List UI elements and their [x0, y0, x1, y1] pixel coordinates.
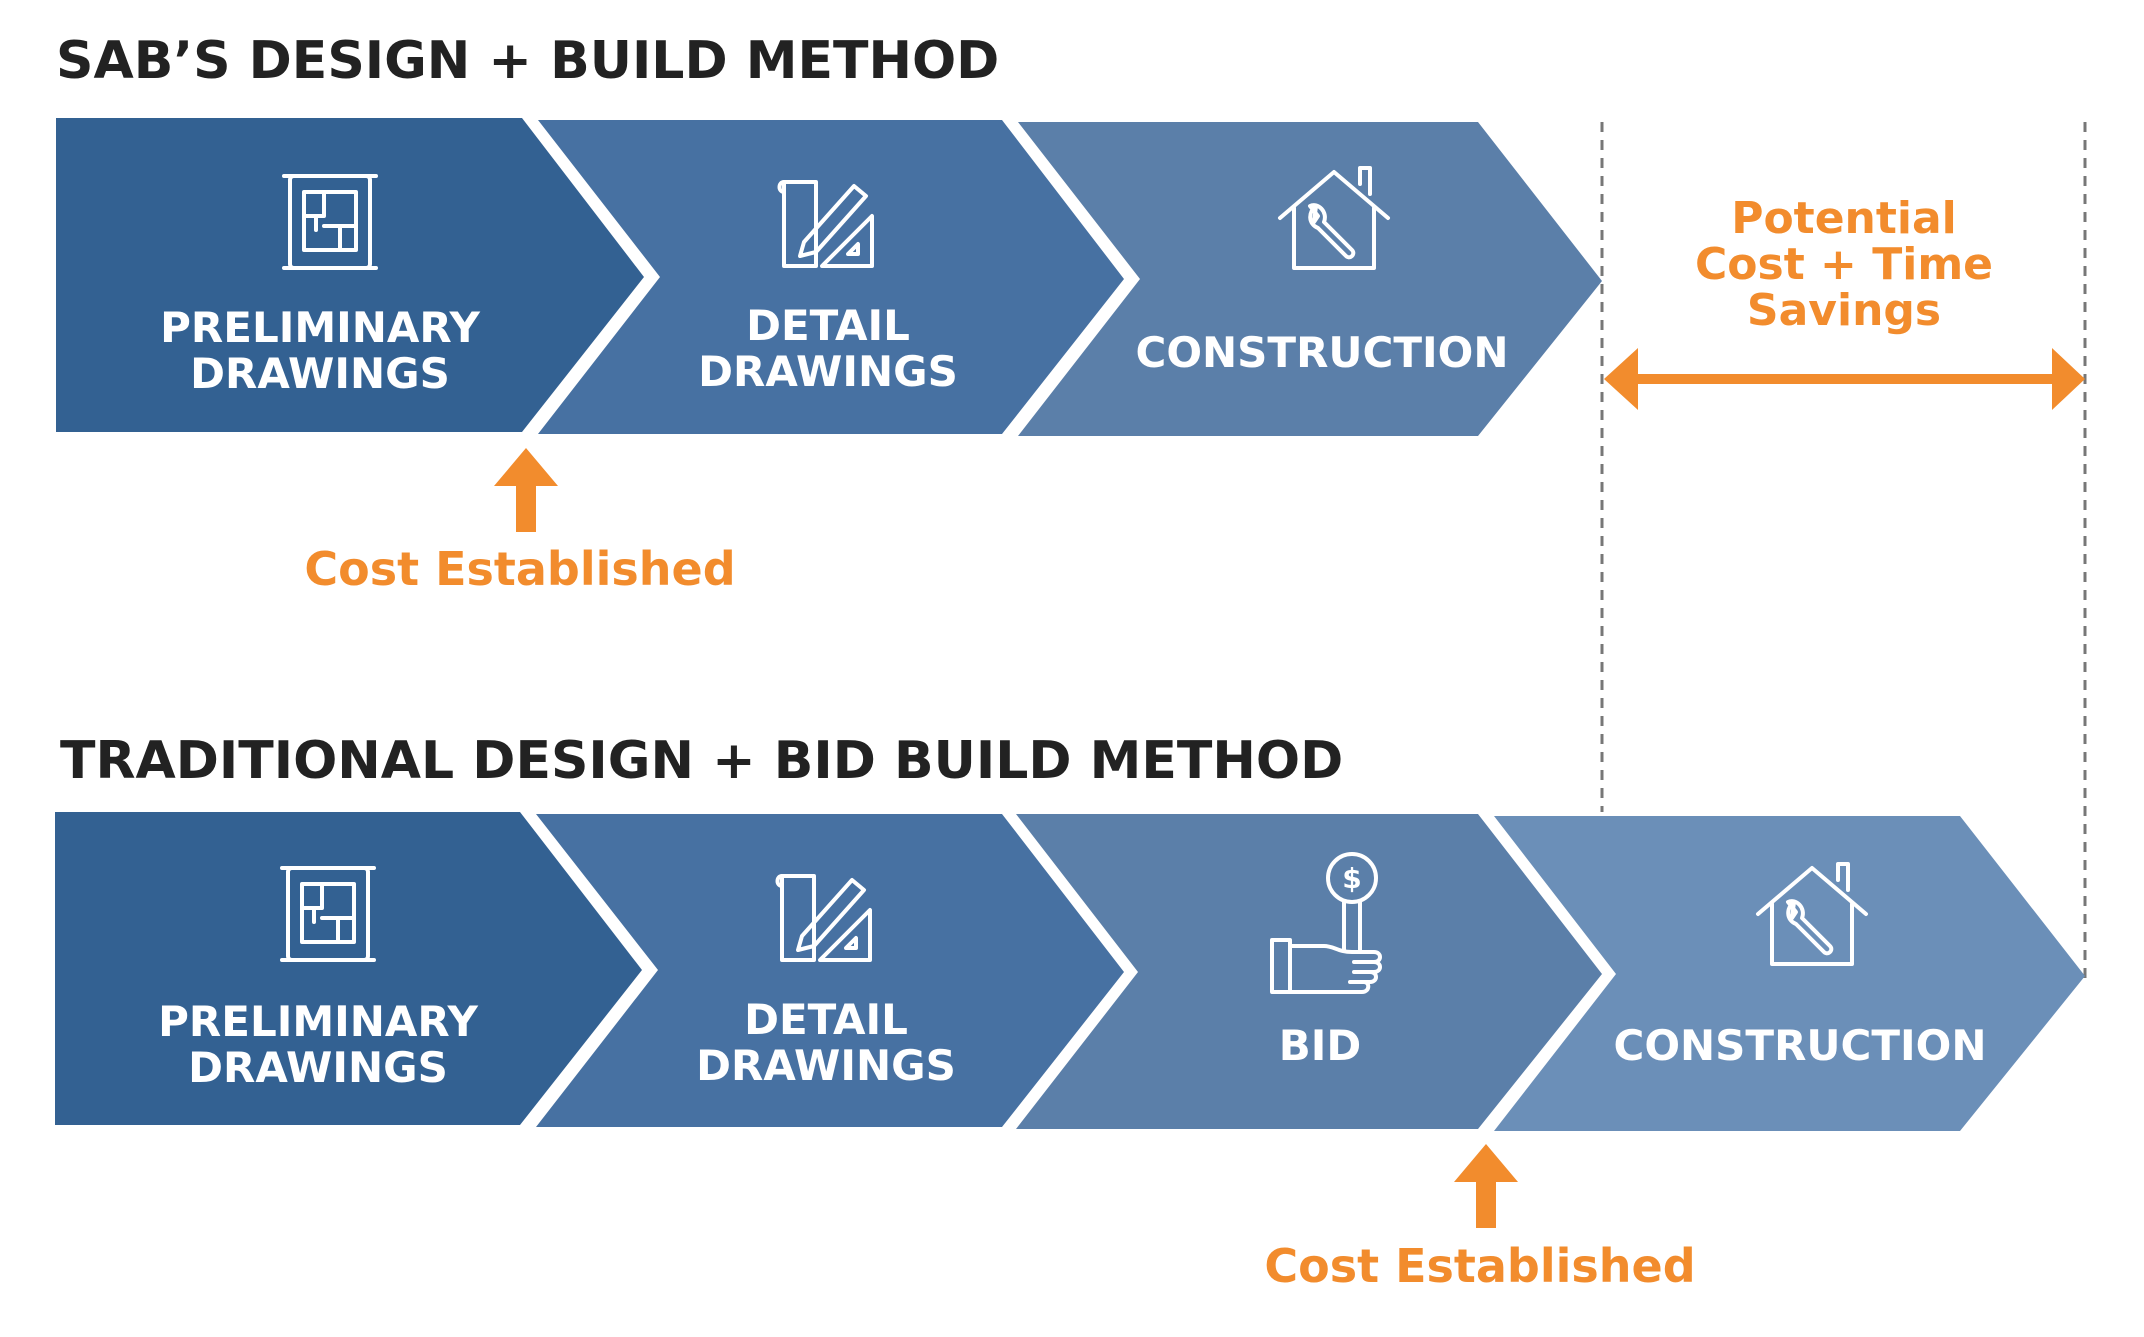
bottom-step-bid-label: BID [1279, 1021, 1362, 1070]
top-step-construction-chevron [1018, 122, 1602, 436]
blueprint-scroll-icon [282, 174, 378, 270]
bottom-cost-established-marker: Cost Established [1264, 1144, 1696, 1293]
savings-annotation: Potential Cost + Time Savings [1604, 193, 2085, 410]
bottom-step-preliminary-label-line1: PRELIMINARY [158, 997, 478, 1046]
top-process-row: PRELIMINARY DRAWINGS DETAIL DRAWINGS CON… [56, 118, 1602, 436]
bottom-step-bid-chevron [1016, 814, 1602, 1129]
top-cost-up-arrow [494, 448, 558, 532]
drafting-pencil-icon [777, 180, 874, 268]
top-cost-established-label: Cost Established [304, 542, 735, 596]
bottom-step-detail-label-line2: DRAWINGS [696, 1041, 956, 1090]
bottom-step-construction-label: CONSTRUCTION [1614, 1021, 1987, 1070]
bottom-process-row: PRELIMINARY DRAWINGS DETAIL DRAWINGS BID… [55, 812, 2085, 1131]
bottom-step-construction-chevron [1494, 816, 2085, 1131]
drafting-pencil-icon [775, 874, 872, 962]
bottom-step-detail-chevron [536, 814, 1124, 1127]
svg-text:$: $ [1342, 862, 1361, 895]
top-step-detail-label-line2: DRAWINGS [698, 347, 958, 396]
bottom-step-detail-label-line1: DETAIL [744, 995, 908, 1044]
top-step-preliminary-chevron [56, 118, 644, 432]
top-step-construction-label: CONSTRUCTION [1136, 328, 1509, 377]
house-wrench-icon [1278, 166, 1390, 270]
top-step-detail-chevron [538, 120, 1124, 434]
top-step-preliminary-label-line1: PRELIMINARY [160, 303, 480, 352]
savings-label-line2: Cost + Time [1695, 239, 1993, 290]
top-step-detail-label-line1: DETAIL [746, 301, 910, 350]
savings-label-line1: Potential [1731, 193, 1957, 244]
bottom-step-preliminary-chevron [55, 812, 642, 1125]
savings-double-arrow [1604, 348, 2085, 410]
blueprint-scroll-icon [280, 866, 376, 962]
bottom-method-title: TRADITIONAL DESIGN + BID BUILD METHOD [60, 731, 1343, 791]
bottom-cost-established-label: Cost Established [1264, 1239, 1695, 1293]
bottom-cost-up-arrow [1454, 1144, 1518, 1228]
hand-bid-icon: $ [1270, 852, 1382, 994]
top-step-preliminary-label-line2: DRAWINGS [190, 349, 450, 398]
top-cost-established-marker: Cost Established [304, 448, 736, 596]
savings-label-line3: Savings [1747, 285, 1941, 336]
house-wrench-icon [1756, 862, 1868, 966]
bottom-step-preliminary-label-line2: DRAWINGS [188, 1043, 448, 1092]
top-method-title: SAB’S DESIGN + BUILD METHOD [56, 31, 999, 91]
